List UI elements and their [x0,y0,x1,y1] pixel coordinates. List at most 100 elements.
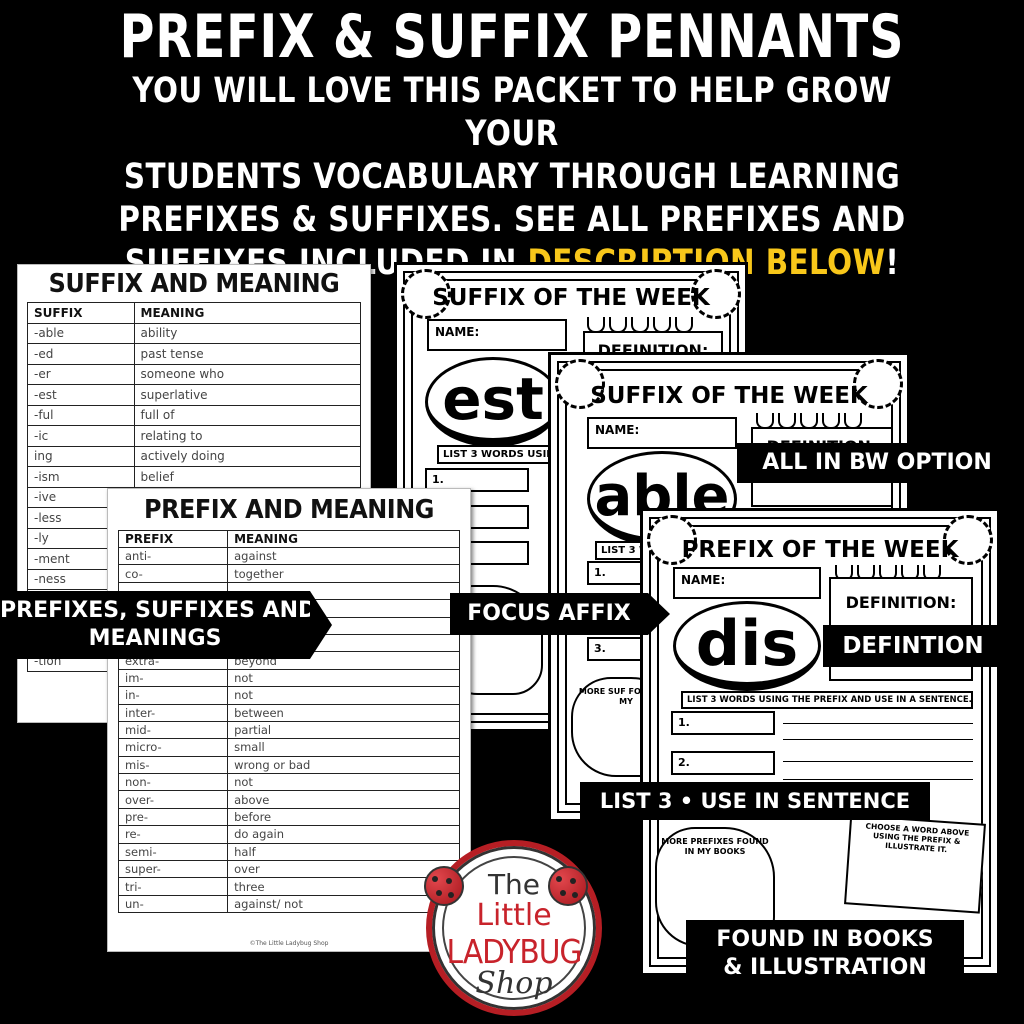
logo-text-shop: Shop [475,966,553,1001]
table-row: non-not [117,773,460,792]
meaning-cell: above [227,790,460,809]
little-ladybug-shop-logo: The Little LADYBUG Shop [426,840,602,1016]
logo-text-the: The [487,868,541,901]
column-header: MEANING [133,302,362,324]
affix-cell: im- [117,668,229,688]
affix-cell: anti- [117,546,229,566]
callout-line: & ILLUSTRATION [723,955,927,980]
table-row: micro-small [117,738,460,757]
sun-corner-icon [401,269,451,319]
affix-cell: -ful [27,404,135,426]
affix-cell: mis- [117,755,229,775]
subtitle-line-1: YOU WILL LOVE THIS PACKET TO HELP GROW Y… [132,71,892,154]
sun-corner-icon [943,515,993,565]
column-header: MEANING [227,530,460,548]
affix-cell: re- [117,825,229,844]
ladybug-icon [424,866,464,906]
name-field: NAME: [427,319,567,351]
callout-line: PREFIXES, SUFFIXES AND [0,598,317,623]
affix-cell: micro- [117,738,229,757]
meaning-cell: against [227,546,460,566]
table-row: super-over [117,860,460,879]
affix-cell: -ism [27,466,135,488]
meaning-cell: half [227,842,460,862]
subtitle-line-2: STUDENTS VOCABULARY THROUGH LEARNING [123,157,901,197]
table-row: mid-partial [117,720,460,740]
meaning-cell: full of [133,404,362,426]
affix-cell: inter- [117,703,229,722]
sun-corner-icon [691,269,741,319]
affix-cell: -er [27,363,135,385]
affix-cell: in- [117,686,229,705]
meaning-cell: between [227,703,460,722]
logo-text-ladybug: LADYBUG [446,932,583,971]
logo-text-little: Little [476,898,552,933]
table-row: anti-against [117,546,460,566]
table-row: im-not [117,668,460,688]
table-row: in-not [117,686,460,705]
table-row: un-against/ not [117,894,460,914]
meaning-cell: before [227,807,460,827]
list-item-2: 2. [671,751,775,775]
meaning-cell: not [227,773,460,792]
header: PREFIX & SUFFIX PENNANTS YOU WILL LOVE T… [0,0,1024,285]
name-field: NAME: [673,567,821,599]
meaning-cell: do again [227,825,460,844]
suffix-sheet-title: SUFFIX AND MEANING [48,269,340,299]
table-row: inter-between [117,703,460,722]
page-title: PREFIX & SUFFIX PENNANTS [119,2,905,72]
affix-cell: mid- [117,720,229,740]
column-header: SUFFIX [27,302,135,324]
meaning-cell: relating to [133,425,362,447]
callout-focus-affix: FOCUS AFFIX [450,593,670,635]
affix-cell: ing [27,445,135,467]
poster-prefix-dis: PREFIX OF THE WEEK NAME: DEFINITION: dis… [640,508,1000,976]
prefix-sheet-title: PREFIX AND MEANING [144,495,434,525]
sun-corner-icon [853,359,903,409]
affix-cell: non- [117,773,229,792]
meaning-cell: partial [227,720,460,740]
table-row: pre-before [117,807,460,827]
affix-cell: super- [117,860,229,879]
table-row: re-do again [117,825,460,844]
meaning-cell: belief [133,466,362,488]
meaning-cell: over [227,860,460,879]
callout-line: FOUND IN BOOKS [716,927,934,952]
affix-cell: -est [27,384,135,406]
meaning-cell: small [227,738,460,757]
callout-definition: DEFINTION [823,625,1003,667]
subtitle-post: ! [885,243,900,283]
affix-cell: un- [117,894,229,914]
affix-cell: pre- [117,807,229,827]
meaning-cell: not [227,668,460,688]
table-row: tri-three [117,877,460,896]
table-row: semi-half [117,842,460,862]
table-row: mis-wrong or bad [117,755,460,775]
poster-title: SUFFIX OF THE WEEK [590,383,868,409]
subtitle-line-3: PREFIXES & SUFFIXES. SEE ALL PREFIXES AN… [118,200,906,240]
callout-bw-option: ALL IN BW OPTION [737,443,1017,483]
column-header: PREFIX [117,530,229,548]
sun-corner-icon [555,359,605,409]
meaning-cell: wrong or bad [227,755,460,775]
affix-cell: tri- [117,877,229,896]
affix-cell: -able [27,322,135,344]
list-item-1: 1. [671,711,775,735]
list-item-1: 1. [425,468,529,492]
sun-corner-icon [647,515,697,565]
prefix-meaning-sheet: PREFIX AND MEANING PREFIX MEANING anti-a… [107,488,471,952]
affix-cell: co- [117,564,229,583]
callout-line: MEANINGS [88,626,222,651]
list-header: LIST 3 WORDS USING THE PREFIX AND USE IN… [681,691,973,709]
affix-cell: -ed [27,343,135,365]
table-row: co-together [117,564,460,583]
